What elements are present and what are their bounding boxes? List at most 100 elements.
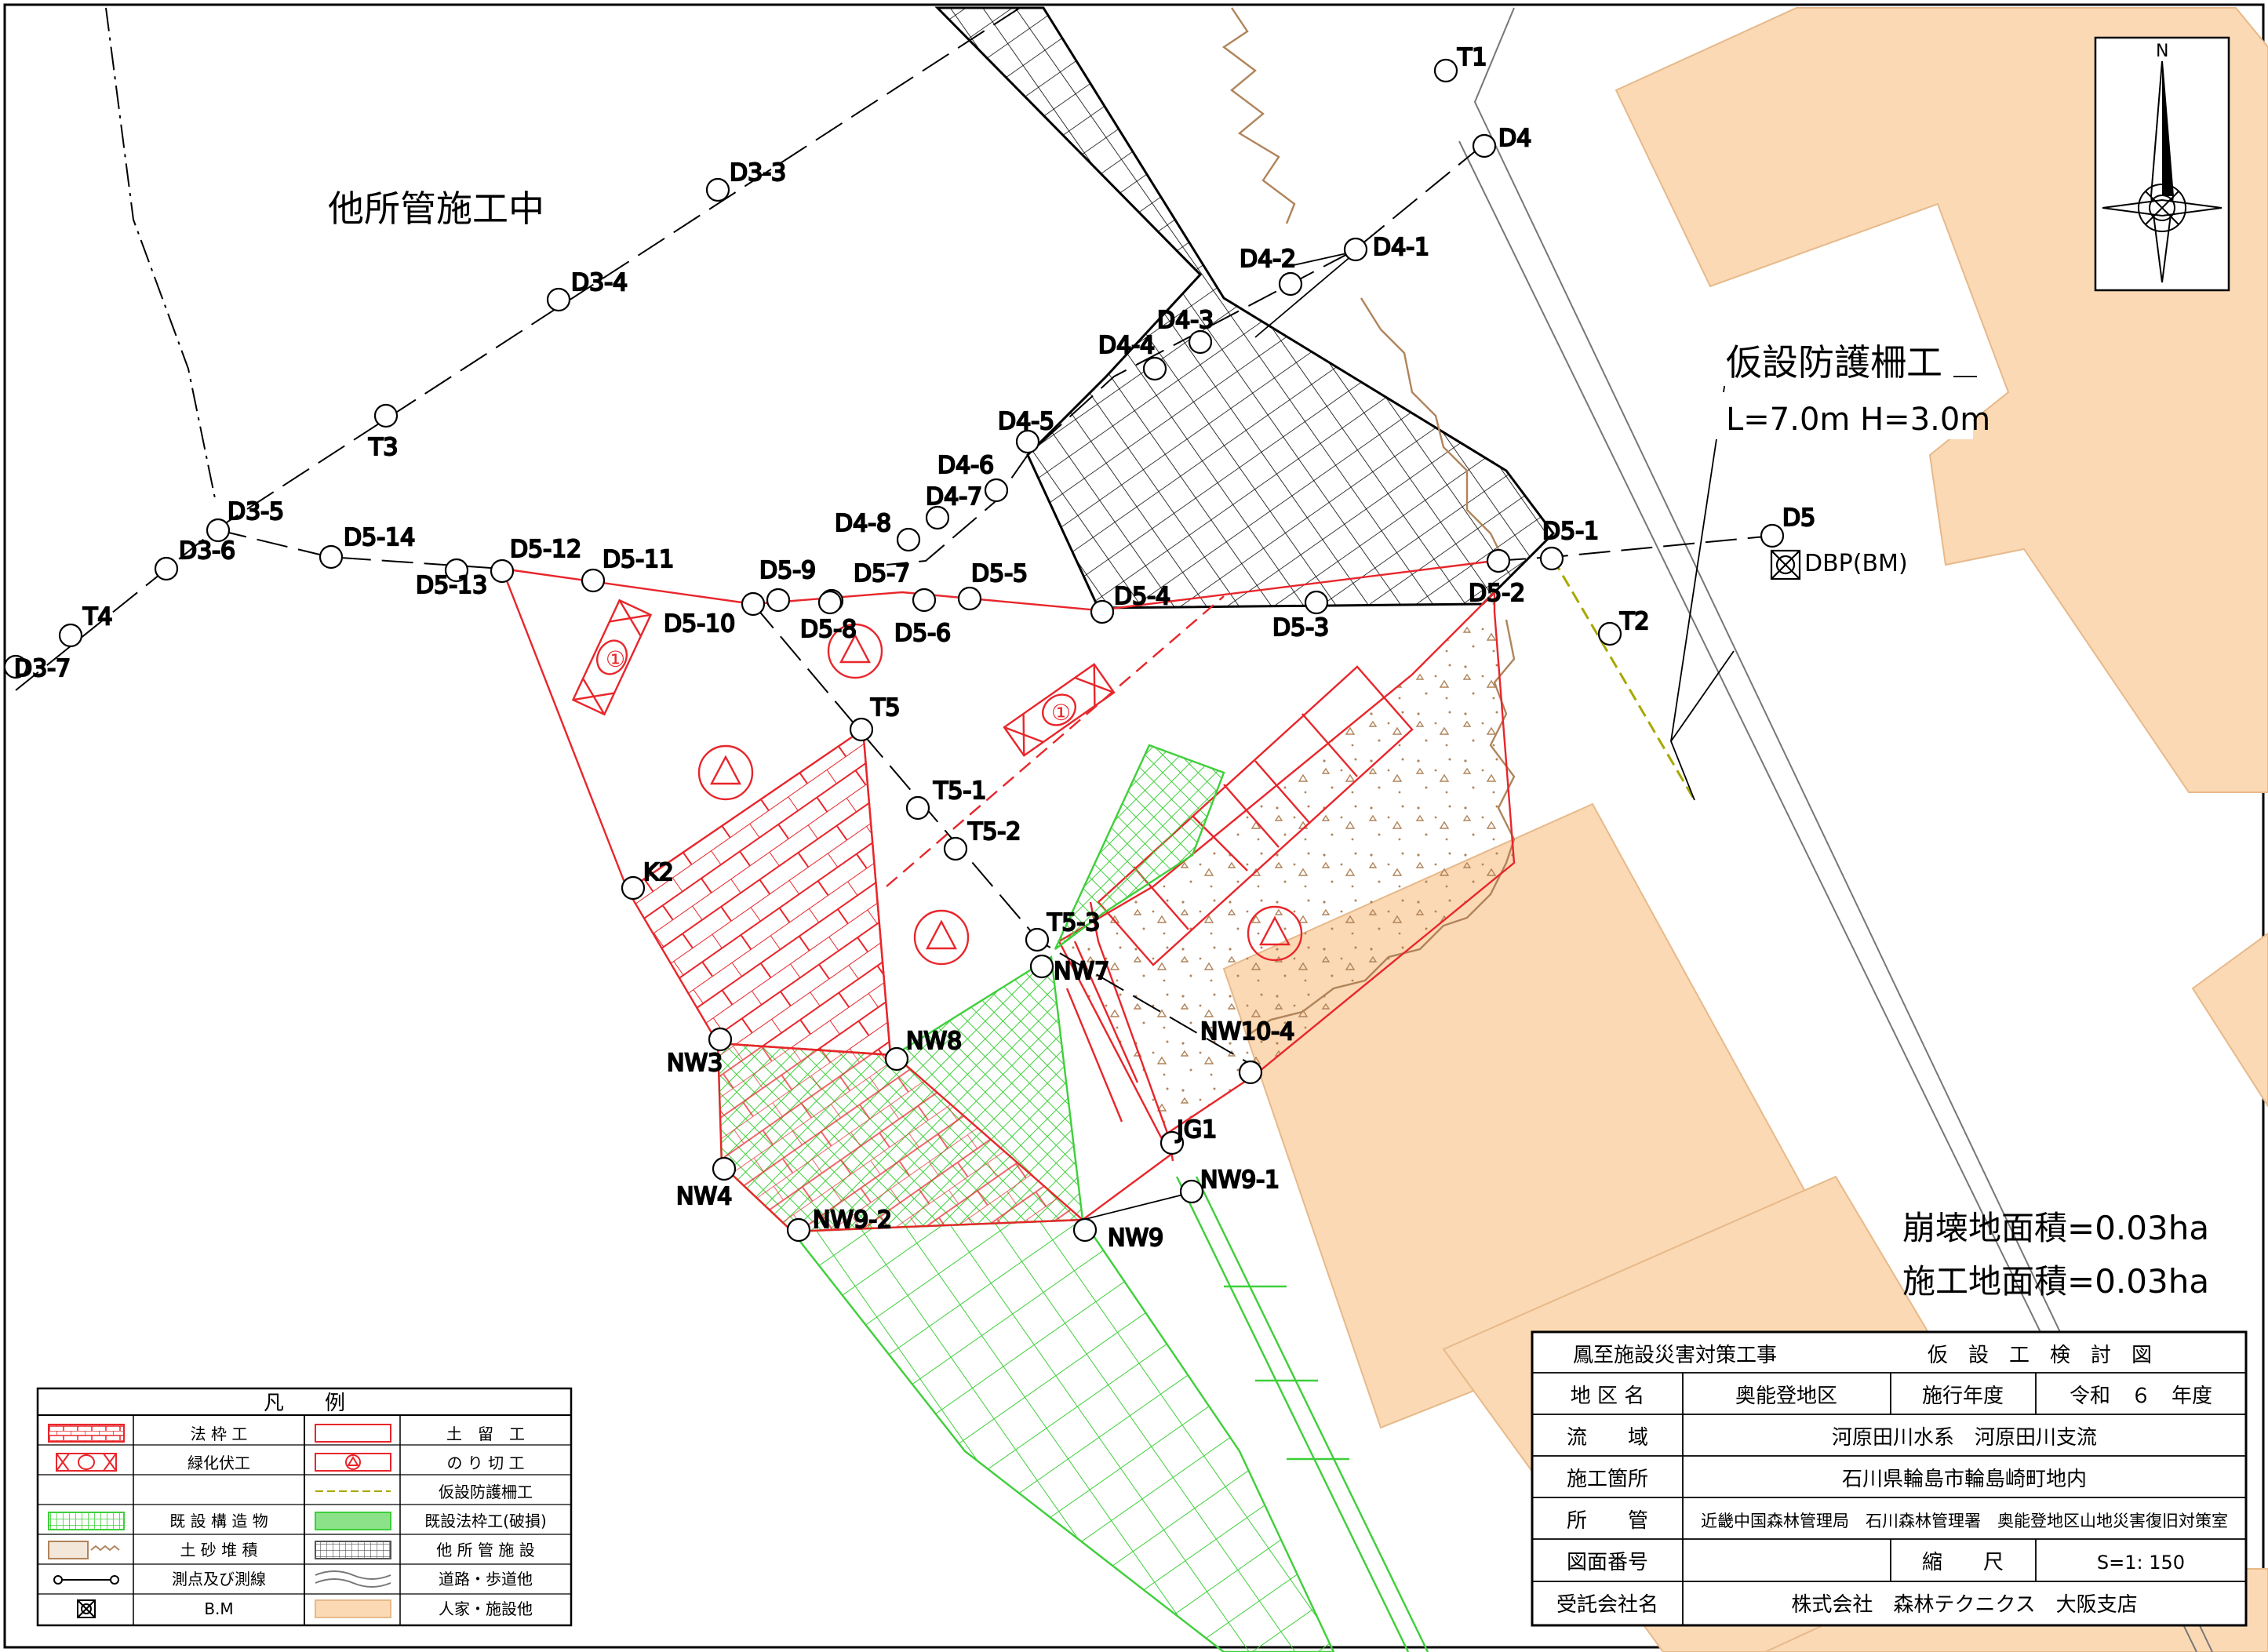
survey-point-label: NW9-1 [1200, 1166, 1280, 1194]
survey-point-marker [1304, 590, 1329, 615]
benchmark-symbol [1770, 549, 1801, 580]
legend-item-label: 土 留 工 [446, 1425, 525, 1443]
survey-point-label: NW10-4 [1200, 1018, 1294, 1046]
boundary-lines [105, 7, 217, 503]
legend-item-label: の り 切 工 [446, 1454, 524, 1472]
survey-point-marker [925, 505, 950, 530]
survey-point-marker [912, 588, 937, 613]
survey-point-label: T1 [1457, 44, 1487, 71]
legend-item-label: 測点及び測線 [172, 1570, 266, 1588]
survey-point-marker [884, 1046, 909, 1072]
survey-point-label: D5-8 [800, 616, 857, 643]
jurisdiction-value: 近畿中国森林管理局 石川森林管理署 奥能登地区山地災害復旧対策室 [1701, 1512, 2228, 1530]
survey-point-marker [786, 1217, 811, 1243]
fence-dims: L=7.0m H=3.0m [1726, 402, 1990, 438]
area-note: 他所管施工中 [328, 187, 544, 230]
survey-point-label: NW9-2 [813, 1206, 892, 1234]
survey-point-marker [712, 1156, 737, 1181]
contractor-value: 株式会社 森林テクニクス 大阪支店 [1791, 1593, 2137, 1617]
survey-point-marker [490, 559, 515, 584]
slope-cutting-marks [697, 623, 1303, 966]
year-label: 施行年度 [1922, 1385, 2004, 1408]
survey-point-label: D5-14 [344, 524, 415, 551]
survey-point-marker [1090, 599, 1115, 624]
survey-point-marker [1015, 429, 1040, 454]
survey-point-marker [984, 478, 1009, 503]
retaining-wall-icon [315, 1424, 391, 1443]
legend-title: 凡 例 [264, 1392, 345, 1415]
legend-item-label: 法 枠 工 [191, 1425, 248, 1443]
sediment-deposit-area [1058, 590, 1516, 1139]
house-icon [315, 1599, 391, 1618]
survey-point-label: T5-3 [1047, 909, 1100, 937]
survey-point-label: D5-2 [1469, 580, 1525, 607]
other-facility-icon [315, 1541, 391, 1559]
survey-point-marker [58, 623, 83, 648]
survey-point-label: D5-12 [510, 536, 581, 563]
legend-item-label: 人家・施設他 [439, 1599, 533, 1618]
survey-point-label: D5-1 [1542, 518, 1599, 545]
fence-dims-bg [1714, 392, 1973, 439]
survey-point-marker [1486, 548, 1511, 573]
north-arrow: N [2094, 36, 2230, 292]
survey-point-label: D5-10 [664, 610, 735, 638]
survey-point-label: NW7 [1054, 958, 1109, 985]
survey-point-label: D3-7 [14, 655, 71, 682]
survey-point-label: D5-4 [1114, 583, 1170, 610]
district-label: 地 区 名 [1571, 1385, 1645, 1408]
survey-point-marker [943, 836, 968, 861]
survey-point-marker [708, 1027, 733, 1052]
jurisdiction-label: 所 管 [1567, 1509, 1648, 1533]
survey-point-label: K2 [643, 859, 674, 886]
survey-point-label: D4-8 [835, 510, 891, 537]
project-name: 鳳至施設災害対策工事 [1573, 1344, 1777, 1367]
survey-point-marker [1472, 133, 1497, 158]
site-label: 施工箇所 [1567, 1468, 1648, 1491]
survey-point-label: JG1 [1175, 1116, 1217, 1144]
survey-points: T1D4D3-3D3-4D4-1D4-2D4-3D4-4T3D4-5D4-6D4… [3, 43, 1816, 1253]
survey-point-marker [1433, 58, 1458, 83]
survey-point-label: NW4 [676, 1183, 732, 1210]
north-label: N [2156, 42, 2168, 61]
survey-point-marker [705, 177, 730, 202]
survey-point-marker [1025, 927, 1050, 952]
legend-item-label: 既 設 構 造 物 [169, 1512, 268, 1530]
survey-point-marker [1760, 523, 1785, 548]
survey-point-label: T5-1 [933, 777, 986, 805]
contractor-label: 受託会社名 [1556, 1593, 1658, 1617]
survey-point-marker [3, 654, 28, 679]
legend-item-label: 土 砂 堆 積 [180, 1541, 257, 1559]
frame-work-icon [48, 1424, 125, 1443]
survey-point-label: D5-5 [971, 560, 1028, 588]
survey-point-label: D5-13 [416, 572, 487, 599]
survey-point-marker [1597, 621, 1622, 646]
survey-point-label: T5 [870, 694, 900, 722]
fence-title: 仮設防護柵工 [1726, 341, 1942, 384]
survey-point-marker [896, 527, 921, 552]
survey-point-marker [1179, 1179, 1204, 1204]
survey-point-marker [206, 518, 231, 543]
survey-point-marker [1159, 1130, 1185, 1155]
work-area-outline [501, 559, 1495, 1221]
survey-point-marker [319, 544, 344, 569]
survey-point-marker [1539, 546, 1564, 571]
survey-point-marker [817, 590, 843, 615]
survey-point-marker [621, 875, 646, 901]
survey-point-label: NW3 [667, 1050, 723, 1077]
survey-point-marker [849, 717, 874, 742]
survey-point-marker [1343, 237, 1368, 262]
damaged-frame-icon [315, 1512, 391, 1530]
benchmark-icon [77, 1599, 96, 1618]
survey-point-label: T4 [82, 603, 112, 631]
survey-point-label: D3-4 [571, 269, 628, 297]
survey-point-label: D4-1 [1373, 234, 1429, 261]
survey-point-label: D3-5 [228, 498, 284, 526]
survey-point-marker [444, 558, 469, 583]
survey-point-label: D4 [1498, 125, 1531, 152]
survey-point-marker [546, 287, 571, 312]
drawing-no-label: 図面番号 [1567, 1551, 1648, 1574]
legend-item-label: 道路・歩道他 [439, 1570, 533, 1588]
existing-green-strip-upper [1054, 744, 1225, 950]
scale-value: S=1: 150 [2097, 1552, 2185, 1574]
survey-point-label: D4-6 [937, 452, 994, 479]
